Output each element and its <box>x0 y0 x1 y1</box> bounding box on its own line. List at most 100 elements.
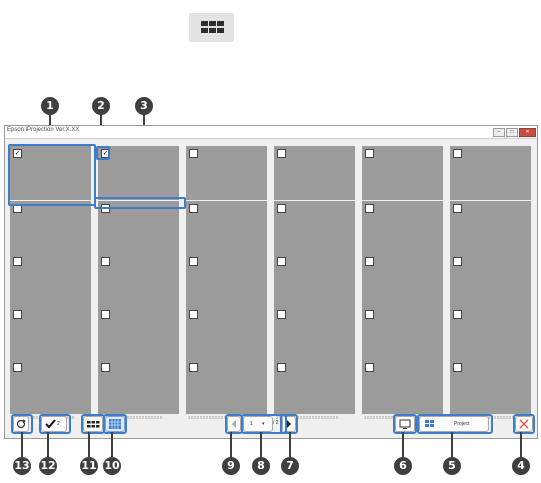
projector-thumbnail[interactable]: 小林 蓮 <box>186 201 267 261</box>
selected-count: 2 <box>57 421 60 427</box>
thumbnail-checkbox[interactable] <box>453 149 462 158</box>
close-icon <box>519 419 529 429</box>
projector-thumbnail[interactable]: 2XXXXXXXXXXXXXXXXXXXX <box>450 307 531 367</box>
thumbnail-checkbox[interactable] <box>277 310 286 319</box>
callout-8: 8 <box>252 457 270 475</box>
projector-thumbnail[interactable]: 2XXXXXXXXXXXXXXXXXXXX <box>362 360 443 420</box>
screen-icon <box>399 419 411 429</box>
thumbnail-checkbox[interactable] <box>277 149 286 158</box>
callout-10: 10 <box>103 457 121 475</box>
thumbnail-user-name: 2XXXXXXXXXXXXXXXXXXXX <box>188 415 251 420</box>
projector-thumbnail[interactable]: 田中 奈 <box>274 146 355 206</box>
screen-highlight <box>393 414 417 434</box>
thumbnail-checkbox[interactable] <box>365 149 374 158</box>
page-select[interactable]: 1 ▾ <box>243 416 273 432</box>
thumbnail-checkbox[interactable] <box>189 363 198 372</box>
list-view-button[interactable] <box>105 416 125 432</box>
thumbnail-checkbox[interactable] <box>189 310 198 319</box>
projector-thumbnail[interactable]: 2XXXXXXXXXXXXXXXXXXXX <box>10 360 91 420</box>
thumbnail-checkbox[interactable] <box>101 363 110 372</box>
projector-thumbnail[interactable]: 加藤 結愛 <box>274 201 355 261</box>
project-highlight <box>417 414 493 434</box>
projector-thumbnail[interactable]: 佐々木 陽斗 <box>10 254 91 314</box>
thumbnail-checkbox[interactable] <box>365 310 374 319</box>
thumbnail-checkbox[interactable] <box>13 363 22 372</box>
maximize-button[interactable]: □ <box>506 128 518 137</box>
thumbnail-checkbox[interactable] <box>277 204 286 213</box>
callout-10-line <box>111 432 113 457</box>
projector-thumbnail[interactable]: 2XXXXXXXXXXXXXXXXXXXX <box>274 360 355 420</box>
thumbnail-checkbox[interactable] <box>453 257 462 266</box>
projector-thumbnail[interactable]: 2XXXXXXXXXXXXXXXXXXXX <box>450 360 531 420</box>
callout-4-line <box>520 432 522 457</box>
projector-thumbnail[interactable]: XXXユーザー <box>186 307 267 367</box>
projector-thumbnail[interactable]: 山田 葵 <box>450 201 531 261</box>
checkbox-highlight <box>96 146 110 160</box>
thumbnail-checkbox[interactable] <box>101 257 110 266</box>
page-total: / 2 <box>273 420 279 426</box>
projector-thumbnail[interactable]: ✓鈴木 結花 <box>98 146 179 206</box>
thumbnail-checkbox[interactable] <box>13 310 22 319</box>
thumbnail-checkbox[interactable] <box>189 257 198 266</box>
project-button[interactable]: Project <box>419 416 489 432</box>
dense-grid-icon <box>109 419 121 429</box>
thumbnail-checkbox[interactable] <box>277 363 286 372</box>
project-icon <box>425 420 434 427</box>
projector-thumbnail[interactable]: 山本 裕次 <box>450 146 531 206</box>
callout-13-line <box>21 432 23 457</box>
projector-thumbnail[interactable]: 吉田 大和 <box>362 201 443 261</box>
projector-thumbnail[interactable]: 清水 美結 <box>98 307 179 367</box>
disconnect-button[interactable] <box>515 416 533 432</box>
grid-view-button[interactable] <box>83 416 103 432</box>
thumbnail-checkbox[interactable] <box>189 149 198 158</box>
grid-view-icon <box>87 421 100 428</box>
select-all-button[interactable]: 2 <box>41 416 67 432</box>
minimize-button[interactable]: – <box>493 128 505 137</box>
projector-thumbnail[interactable]: 斎藤 蒼空 <box>10 307 91 367</box>
projector-thumbnail[interactable]: 井上 湊 <box>274 254 355 314</box>
thumbnail-checkbox[interactable] <box>453 363 462 372</box>
projector-thumbnail[interactable]: 渡辺 大翔 <box>10 201 91 261</box>
thumbnail-checkbox[interactable] <box>13 257 22 266</box>
window-title: Epson iProjection Ver.X.XX <box>7 127 80 133</box>
thumbnail-checkbox[interactable] <box>101 310 110 319</box>
thumbnail-checkbox[interactable] <box>365 363 374 372</box>
callout-13: 13 <box>13 457 31 475</box>
projector-thumbnail[interactable]: 中村 陽菜 <box>98 201 179 261</box>
projector-thumbnail[interactable]: 伊藤 陽 <box>362 146 443 206</box>
thumbnail-checkbox[interactable] <box>453 310 462 319</box>
projector-thumbnail[interactable]: 木村 凛 <box>362 254 443 314</box>
previous-page-button[interactable] <box>227 416 241 432</box>
refresh-button[interactable] <box>13 416 29 432</box>
projector-thumbnail[interactable]: XXプロジェクタ <box>274 307 355 367</box>
thumbnail-checkbox[interactable] <box>365 204 374 213</box>
callout-1: 1 <box>41 97 59 115</box>
thumbnail-checkbox[interactable] <box>189 204 198 213</box>
dropdown-icon: ▾ <box>262 421 265 427</box>
title-bar: Epson iProjection Ver.X.XX – □ ✕ <box>5 126 537 139</box>
app-window: Epson iProjection Ver.X.XX – □ ✕ ✓佐藤 花男✓… <box>4 125 538 439</box>
thumbnail-checkbox[interactable]: ✓ <box>13 149 22 158</box>
select-all-highlight <box>39 414 71 434</box>
projector-thumbnail[interactable]: 2XXXXXXXXXXXXXXXXXXXX <box>98 360 179 420</box>
page-current: 1 <box>250 421 253 427</box>
thumbnail-checkbox[interactable] <box>365 257 374 266</box>
projection-screen-button[interactable] <box>395 416 415 432</box>
thumbnail-checkbox[interactable] <box>277 257 286 266</box>
projector-thumbnail[interactable]: 松本 悠真 <box>186 254 267 314</box>
projector-thumbnail[interactable]: 山口 ひなた <box>98 254 179 314</box>
callout-8-line <box>260 432 262 457</box>
list-view-highlight <box>103 414 127 434</box>
project-label: Project <box>454 421 470 427</box>
refresh-highlight <box>11 414 33 434</box>
callout-12-line <box>47 432 49 457</box>
multi-pc-view-icon <box>189 13 234 42</box>
projector-thumbnail[interactable]: 2XXXXXXXXXXXXXXXXXXXX <box>186 360 267 420</box>
callout-5-line <box>451 432 453 457</box>
projector-thumbnail[interactable]: 高橋 翔平 <box>186 146 267 206</box>
projector-thumbnail[interactable]: 林 芽依 <box>450 254 531 314</box>
window-close-button[interactable]: ✕ <box>519 128 536 137</box>
projector-thumbnail[interactable]: 会議室プロジェクタ <box>362 307 443 367</box>
callout-3: 3 <box>135 97 153 115</box>
thumbnail-checkbox[interactable] <box>453 204 462 213</box>
